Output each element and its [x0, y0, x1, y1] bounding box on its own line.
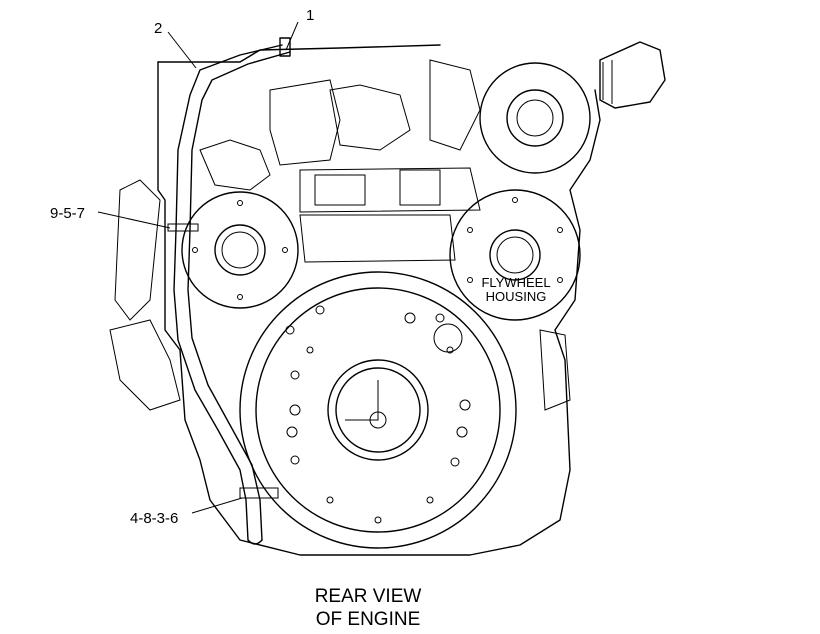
engine-block [109, 44, 601, 556]
caption-line1: REAR VIEW [315, 586, 422, 607]
leader-lines [97, 21, 299, 514]
callout-2: 2 [154, 20, 162, 37]
tube-assembly [167, 37, 291, 545]
right-accessory-pulley [449, 189, 581, 321]
left-accessory-pulley [181, 191, 299, 309]
callout-4-8-3-6: 4-8-3-6 [130, 510, 178, 527]
turbocharger [479, 41, 666, 174]
flywheel-housing-label-line2: HOUSING [486, 289, 547, 304]
callout-1: 1 [306, 7, 314, 24]
callout-9-5-7: 9-5-7 [50, 205, 85, 222]
flywheel [239, 271, 517, 549]
flywheel-housing-label-line1: FLYWHEEL [481, 275, 550, 290]
caption-line2: OF ENGINE [316, 609, 421, 630]
